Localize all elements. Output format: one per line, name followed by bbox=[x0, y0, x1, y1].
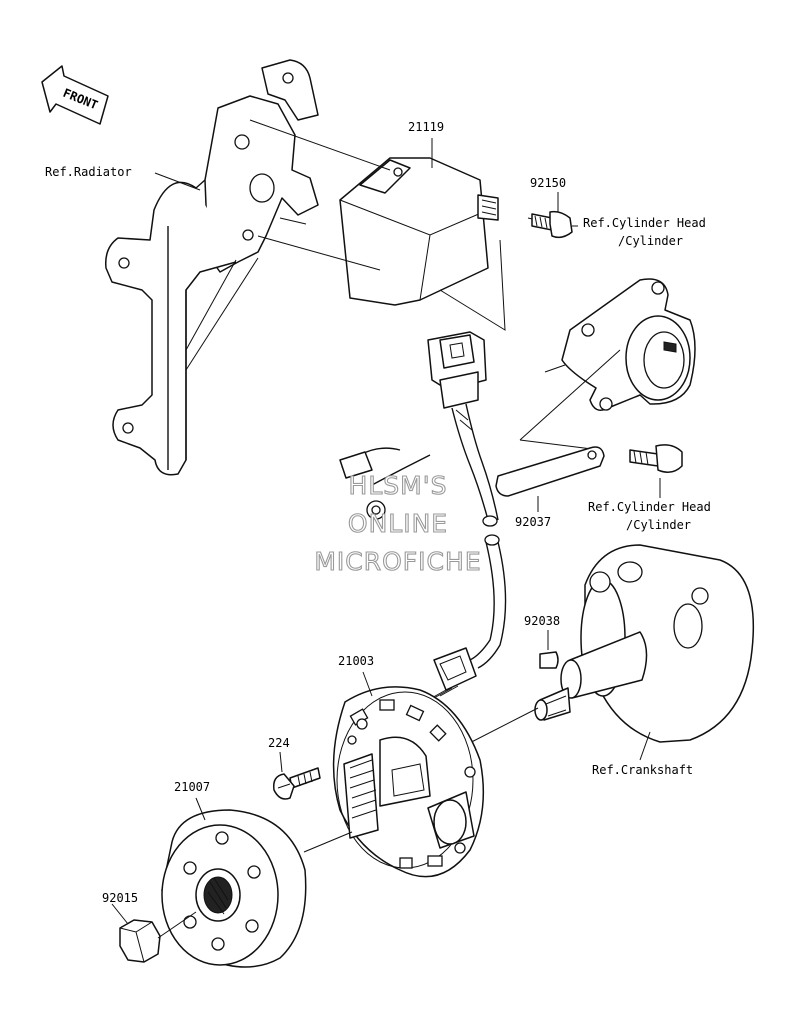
wire-connector bbox=[339, 331, 507, 701]
ref-radiator-label: Ref.Radiator bbox=[45, 165, 132, 179]
part-92015: 92015 bbox=[102, 891, 138, 905]
watermark-line-3: MICROFICHE bbox=[314, 547, 481, 576]
stator-21003 bbox=[303, 686, 485, 878]
ref-cyl-head-2-line2: /Cylinder bbox=[626, 518, 691, 532]
part-224: 224 bbox=[268, 736, 290, 750]
part-21119: 21119 bbox=[408, 120, 444, 134]
woodruff-key-92038 bbox=[539, 651, 559, 669]
watermark: HLSM'S ONLINE MICROFICHE bbox=[314, 470, 481, 576]
part-92150: 92150 bbox=[530, 176, 566, 190]
part-92037: 92037 bbox=[515, 515, 551, 529]
bolt-cyl-head bbox=[629, 444, 683, 473]
nut-92015 bbox=[119, 911, 197, 963]
bolt-92150 bbox=[527, 210, 573, 239]
plate-92037 bbox=[495, 446, 605, 497]
cdi-unit bbox=[249, 119, 506, 331]
ref-cyl-head-1-line2: /Cylinder bbox=[618, 234, 683, 248]
ref-cyl-head-1-line1: Ref.Cylinder Head bbox=[583, 216, 706, 230]
watermark-line-2: ONLINE bbox=[348, 509, 448, 538]
front-arrow-icon: FRONT bbox=[41, 65, 109, 125]
ref-cyl-head-2-line1: Ref.Cylinder Head bbox=[588, 500, 711, 514]
radiator-bracket bbox=[105, 59, 319, 476]
ref-crankshaft-label: Ref.Crankshaft bbox=[592, 763, 693, 777]
part-21007: 21007 bbox=[174, 780, 210, 794]
part-21003: 21003 bbox=[338, 654, 374, 668]
watermark-line-1: HLSM'S bbox=[349, 471, 448, 500]
crankshaft bbox=[451, 544, 755, 753]
part-92038: 92038 bbox=[524, 614, 560, 628]
pickup-coil bbox=[519, 278, 696, 451]
screw-224 bbox=[272, 767, 321, 800]
radiator-leader bbox=[154, 172, 201, 191]
flywheel-rotor-21007 bbox=[161, 809, 307, 968]
